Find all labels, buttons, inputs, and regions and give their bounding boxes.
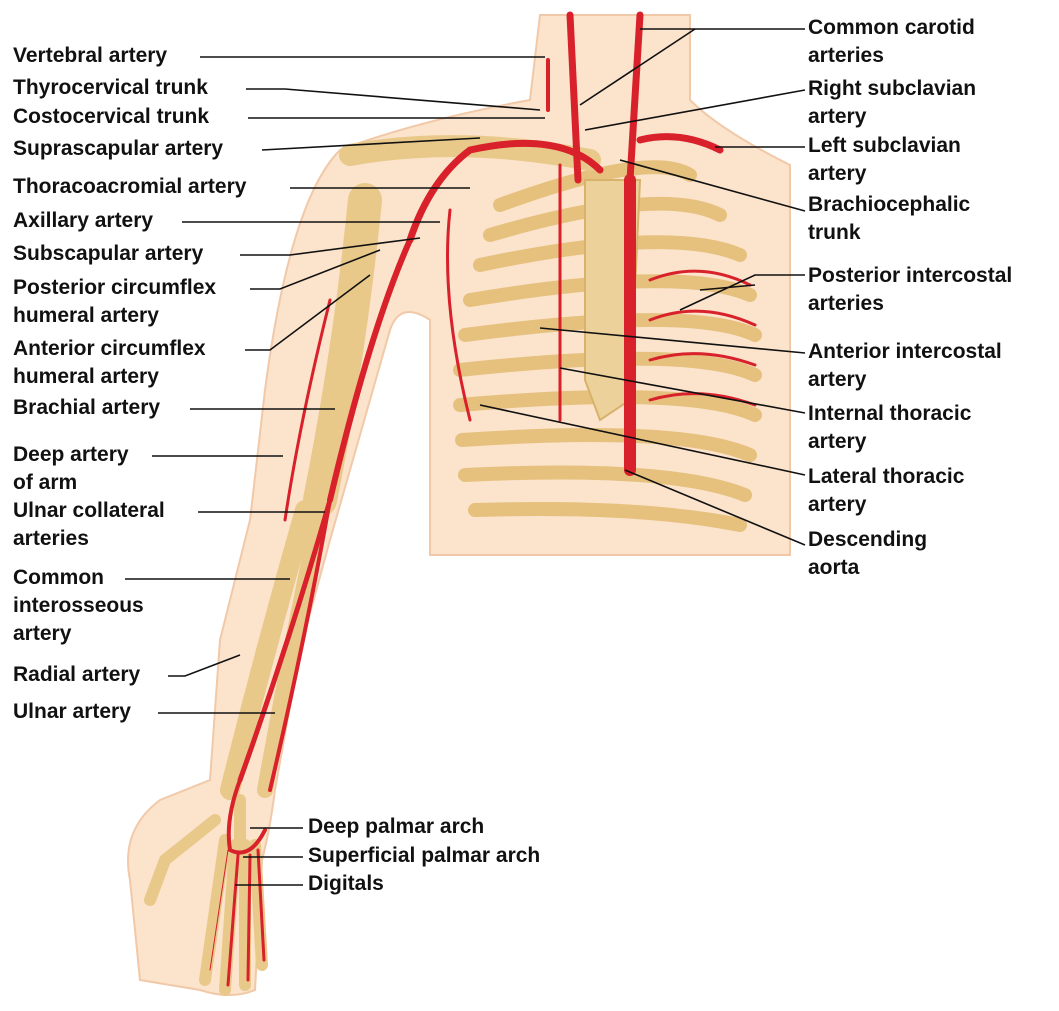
label-brachial-artery: Brachial artery	[13, 396, 161, 419]
leader-lines	[125, 28, 806, 886]
label-digitals: Digitals	[308, 872, 384, 895]
label-line: arteries	[808, 292, 884, 315]
label-line: arteries	[808, 44, 884, 67]
label-thoracoacromial-artery: Thoracoacromial artery	[13, 175, 247, 198]
humerus	[303, 183, 382, 517]
hand-bones	[144, 794, 268, 996]
label-suprascapular-artery: Suprascapular artery	[13, 137, 224, 160]
label-line: Ulnar collateral	[13, 499, 165, 522]
ulna-bone	[257, 502, 328, 798]
label-anterior-circumflex-humeral-artery: Anterior circumflex humeral artery	[13, 335, 206, 391]
label-lateral-thoracic-artery: Lateral thoracic artery	[808, 463, 964, 519]
label-descending-aorta: Descending aorta	[808, 526, 927, 582]
label-posterior-intercostal-arteries: Posterior intercostal arteries	[808, 262, 1012, 318]
label-line: Descending	[808, 528, 928, 551]
label-right-subclavian-artery: Right subclavian artery	[808, 75, 976, 131]
label-vertebral-artery: Vertebral artery	[13, 44, 168, 67]
label-line: of arm	[13, 471, 78, 494]
label-line: Posterior intercostal	[808, 264, 1013, 287]
radius-bone	[220, 500, 315, 800]
label-line: Anterior circumflex	[13, 337, 206, 360]
label-line: interosseous	[13, 594, 144, 617]
label-line: artery	[808, 162, 867, 185]
label-costocervical-trunk: Costocervical trunk	[13, 105, 210, 128]
label-line: Common carotid	[808, 16, 975, 39]
label-radial-artery: Radial artery	[13, 663, 141, 686]
label-line: humeral artery	[13, 365, 159, 388]
label-line: artery	[808, 368, 867, 391]
label-line: aorta	[808, 556, 860, 579]
label-line: humeral artery	[13, 304, 159, 327]
label-thyrocervical-trunk: Thyrocervical trunk	[13, 76, 208, 99]
label-deep-artery-of-arm: Deep artery of arm	[13, 441, 129, 497]
label-line: artery	[13, 622, 72, 645]
label-line: artery	[808, 105, 867, 128]
label-posterior-circumflex-humeral-artery: Posterior circumflex humeral artery	[13, 274, 216, 330]
label-line: Lateral thoracic	[808, 465, 965, 488]
label-anterior-intercostal-artery: Anterior intercostal artery	[808, 338, 1002, 394]
label-line: trunk	[808, 221, 861, 244]
label-left-subclavian-artery: Left subclavian artery	[808, 132, 961, 188]
label-ulnar-artery: Ulnar artery	[13, 700, 131, 723]
label-ulnar-collateral-arteries: Ulnar collateral arteries	[13, 497, 165, 553]
label-line: artery	[808, 493, 867, 516]
label-line: Right subclavian	[808, 77, 977, 100]
label-internal-thoracic-artery: Internal thoracic artery	[808, 400, 971, 456]
label-line: Anterior intercostal	[808, 340, 1002, 363]
label-line: Deep artery	[13, 443, 129, 466]
label-line: Brachiocephalic	[808, 193, 971, 216]
label-common-interosseous-artery: Common interosseous artery	[13, 564, 144, 648]
artery-network	[209, 11, 757, 987]
label-deep-palmar-arch: Deep palmar arch	[308, 815, 485, 838]
label-line: Internal thoracic	[808, 402, 972, 425]
label-line: Posterior circumflex	[13, 276, 217, 299]
label-brachiocephalic-trunk: Brachiocephalic trunk	[808, 191, 970, 247]
label-common-carotid-arteries: Common carotid arteries	[808, 14, 975, 70]
clavicle	[339, 135, 601, 171]
rib-cage	[453, 160, 762, 532]
label-axillary-artery: Axillary artery	[13, 209, 154, 232]
label-subscapular-artery: Subscapular artery	[13, 242, 204, 265]
label-line: artery	[808, 430, 867, 453]
label-superficial-palmar-arch: Superficial palmar arch	[308, 844, 541, 867]
label-line: Common	[13, 566, 104, 589]
label-line: arteries	[13, 527, 89, 550]
label-line: Left subclavian	[808, 134, 961, 157]
